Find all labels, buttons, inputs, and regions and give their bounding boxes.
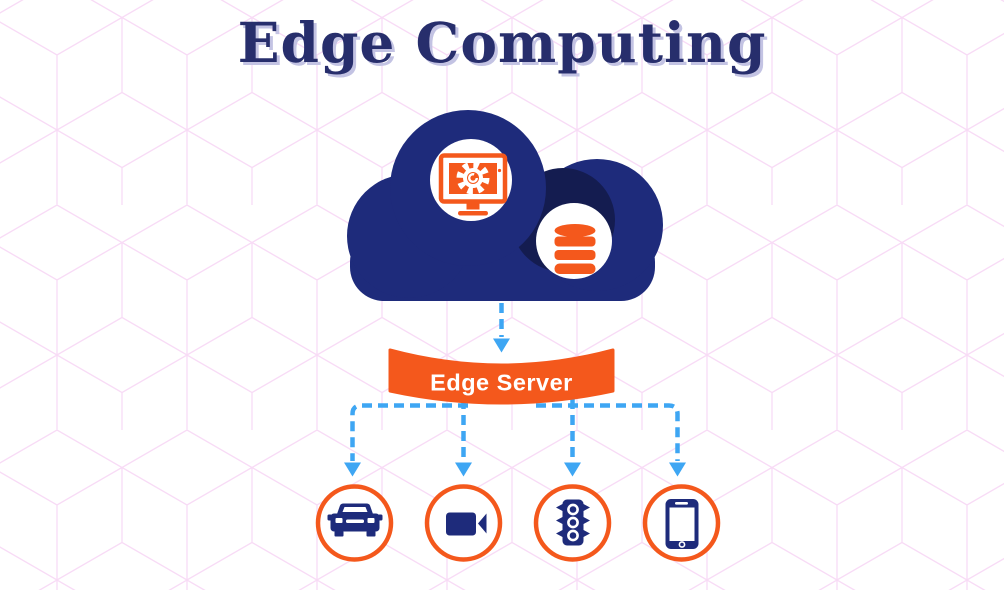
arrows-edge-server-to-devices [350,399,680,461]
smartphone-icon [665,499,699,549]
monitor-gear-icon [430,139,512,221]
device-smartphone [642,484,721,562]
video-camera-icon [446,512,487,536]
database-icon [536,203,612,279]
car-icon [327,503,383,537]
cloud [347,110,663,301]
branch-arrowheads [344,462,686,477]
device-car [315,484,394,562]
device-traffic-light [533,484,612,562]
page-title: Edge Computing [237,10,767,75]
edge-server-label: Edge Server [430,370,573,396]
traffic-light-icon [556,499,590,546]
arrow-cloud-to-edge-server [493,303,510,353]
device-video-camera [424,484,503,562]
edge-server-banner: Edge Server [388,348,615,405]
